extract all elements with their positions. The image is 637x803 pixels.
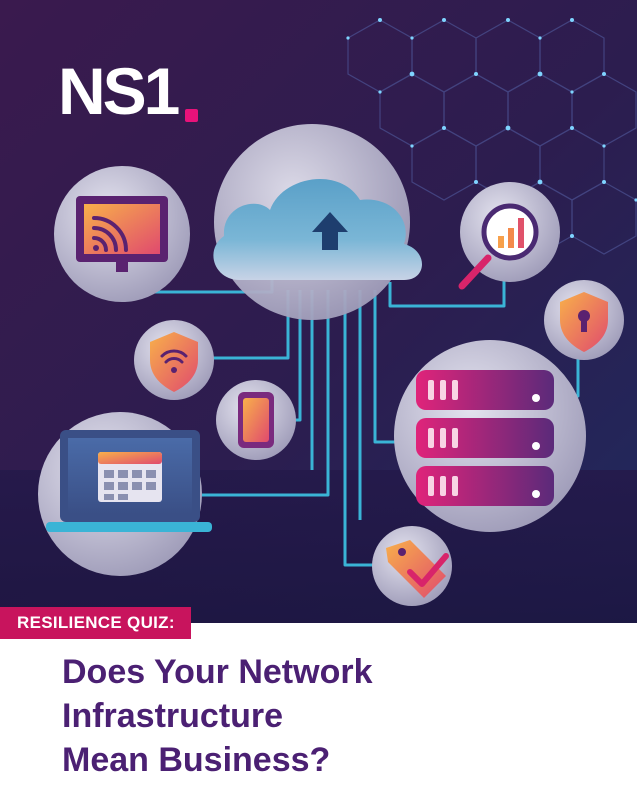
headline-line-2: Infrastructure [62, 697, 284, 735]
hero-illustration [0, 0, 637, 623]
headline-line-1: Does Your Network [62, 653, 373, 691]
lock-shield-icon [560, 292, 608, 352]
cloud-upload-icon [213, 178, 422, 280]
price-tag-check-icon [386, 540, 449, 598]
search-analytics-icon [458, 203, 539, 290]
monitor-cast-icon [76, 196, 168, 272]
smartphone-icon [238, 392, 274, 448]
wifi-shield-icon [150, 332, 198, 392]
ns1-logo: NS1 [58, 54, 180, 128]
laptop-calendar-icon [46, 430, 212, 532]
server-stack-icon [416, 370, 554, 506]
headline-line-3: Mean Business? [62, 741, 331, 779]
headline: Does Your Network Infrastructure Mean Bu… [62, 650, 622, 782]
resilience-quiz-label: RESILIENCE QUIZ: [0, 607, 191, 639]
logo-dot [185, 109, 198, 122]
